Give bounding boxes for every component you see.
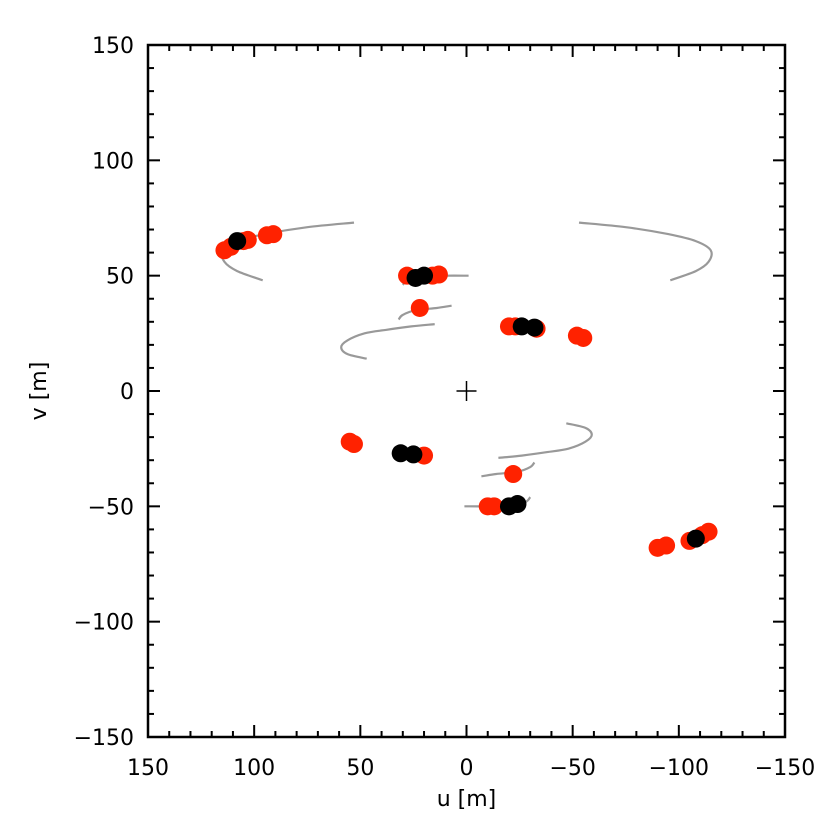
uv-track-4	[340, 323, 435, 360]
red-data-point	[264, 225, 283, 244]
black-data-point	[415, 266, 434, 285]
uv-track-1	[220, 221, 355, 282]
y-tick-label: 150	[92, 34, 134, 59]
black-data-point	[686, 529, 705, 548]
red-data-point	[574, 328, 593, 347]
black-data-point	[508, 495, 527, 514]
red-data-point	[344, 435, 363, 454]
x-tick-label: −150	[755, 756, 815, 781]
tick-labels: 150 100 50 0 −50 −100 −150 −150 −100 −50 0 50 100 150	[74, 34, 816, 781]
x-axis-title: u [m]	[437, 787, 497, 812]
black-data-point	[404, 445, 423, 464]
uv-track-8	[498, 422, 593, 459]
y-tick-label: 50	[106, 265, 134, 290]
x-tick-label: −50	[549, 756, 595, 781]
x-tick-label: 0	[460, 756, 474, 781]
y-axis-title: v [m]	[27, 362, 52, 421]
y-tick-label: −150	[74, 726, 134, 751]
black-data-point	[525, 318, 544, 337]
x-tick-label: −100	[649, 756, 709, 781]
red-data-point	[410, 298, 429, 317]
axis-ticks	[147, 44, 786, 738]
uv-track-5	[578, 221, 713, 282]
red-data-point	[657, 536, 676, 555]
y-tick-label: −50	[88, 495, 134, 520]
red-data-point	[485, 497, 504, 516]
y-tick-label: −100	[74, 611, 134, 636]
x-tick-label: 50	[346, 756, 374, 781]
track-curves	[220, 221, 713, 508]
red-data-point	[504, 465, 523, 484]
y-tick-label: 100	[92, 149, 134, 174]
x-tick-label: 100	[233, 756, 275, 781]
black-data-point	[228, 232, 247, 251]
data-points	[215, 225, 718, 557]
red-data-point	[429, 265, 448, 284]
y-tick-label: 0	[120, 380, 134, 405]
origin-marker	[456, 381, 477, 401]
x-tick-label: 150	[127, 756, 169, 781]
